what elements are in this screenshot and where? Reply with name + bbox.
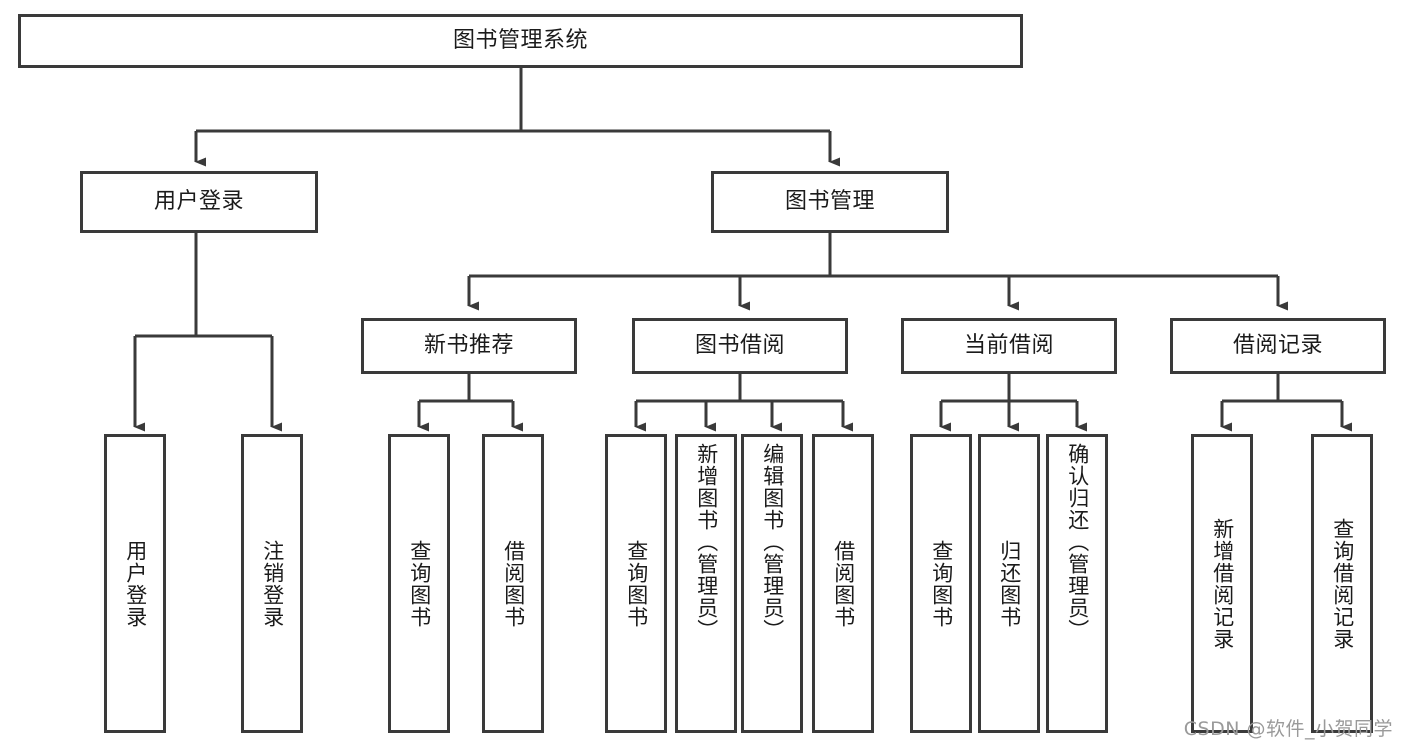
- leaf-add-record-label: 新增借阅记录: [1210, 517, 1235, 650]
- node-book-borrow[interactable]: 图书借阅: [632, 318, 848, 374]
- leaf-return-book-label: 归还图书: [997, 539, 1022, 628]
- leaf-add-record[interactable]: 新增借阅记录: [1191, 434, 1253, 733]
- leaf-borrow-book-2[interactable]: 借阅图书: [812, 434, 874, 733]
- node-current-borrow-label: 当前借阅: [963, 333, 1054, 359]
- node-book-manage[interactable]: 图书管理: [711, 171, 949, 233]
- leaf-query-book-1-label: 查询图书: [407, 539, 432, 628]
- leaf-add-book[interactable]: 新增图书（管理员）: [675, 434, 737, 733]
- leaf-query-book-2[interactable]: 查询图书: [605, 434, 667, 733]
- node-book-borrow-label: 图书借阅: [694, 333, 785, 359]
- leaf-return-book[interactable]: 归还图书: [978, 434, 1040, 733]
- node-new-book-recommend[interactable]: 新书推荐: [361, 318, 577, 374]
- leaf-edit-book-label: 编辑图书（管理员）: [760, 443, 785, 641]
- leaf-confirm-return[interactable]: 确认归还（管理员）: [1046, 434, 1108, 733]
- leaf-edit-book[interactable]: 编辑图书（管理员）: [741, 434, 803, 733]
- leaf-query-record-label: 查询借阅记录: [1330, 517, 1355, 650]
- leaf-borrow-book-1-label: 借阅图书: [501, 539, 526, 628]
- leaf-query-record[interactable]: 查询借阅记录: [1311, 434, 1373, 733]
- leaf-user-login-label: 用户登录: [123, 539, 148, 628]
- leaf-add-book-label: 新增图书（管理员）: [694, 443, 719, 641]
- node-root[interactable]: 图书管理系统: [18, 14, 1023, 68]
- leaf-query-book-3-label: 查询图书: [929, 539, 954, 628]
- node-book-manage-label: 图书管理: [784, 189, 875, 215]
- node-user-login-label: 用户登录: [153, 189, 244, 215]
- leaf-query-book-2-label: 查询图书: [624, 539, 649, 628]
- leaf-borrow-book-2-label: 借阅图书: [831, 539, 856, 628]
- node-user-login[interactable]: 用户登录: [80, 171, 318, 233]
- leaf-confirm-return-label: 确认归还（管理员）: [1065, 443, 1090, 641]
- node-borrow-record-label: 借阅记录: [1232, 333, 1323, 359]
- node-root-label: 图书管理系统: [452, 28, 588, 54]
- leaf-borrow-book-1[interactable]: 借阅图书: [482, 434, 544, 733]
- leaf-user-logout[interactable]: 注销登录: [241, 434, 303, 733]
- leaf-user-login[interactable]: 用户登录: [104, 434, 166, 733]
- node-borrow-record[interactable]: 借阅记录: [1170, 318, 1386, 374]
- node-current-borrow[interactable]: 当前借阅: [901, 318, 1117, 374]
- leaf-query-book-3[interactable]: 查询图书: [910, 434, 972, 733]
- csdn-watermark: CSDN @软件_小贺同学: [1183, 718, 1393, 740]
- node-new-book-recommend-label: 新书推荐: [423, 333, 514, 359]
- leaf-query-book-1[interactable]: 查询图书: [388, 434, 450, 733]
- leaf-user-logout-label: 注销登录: [260, 539, 285, 628]
